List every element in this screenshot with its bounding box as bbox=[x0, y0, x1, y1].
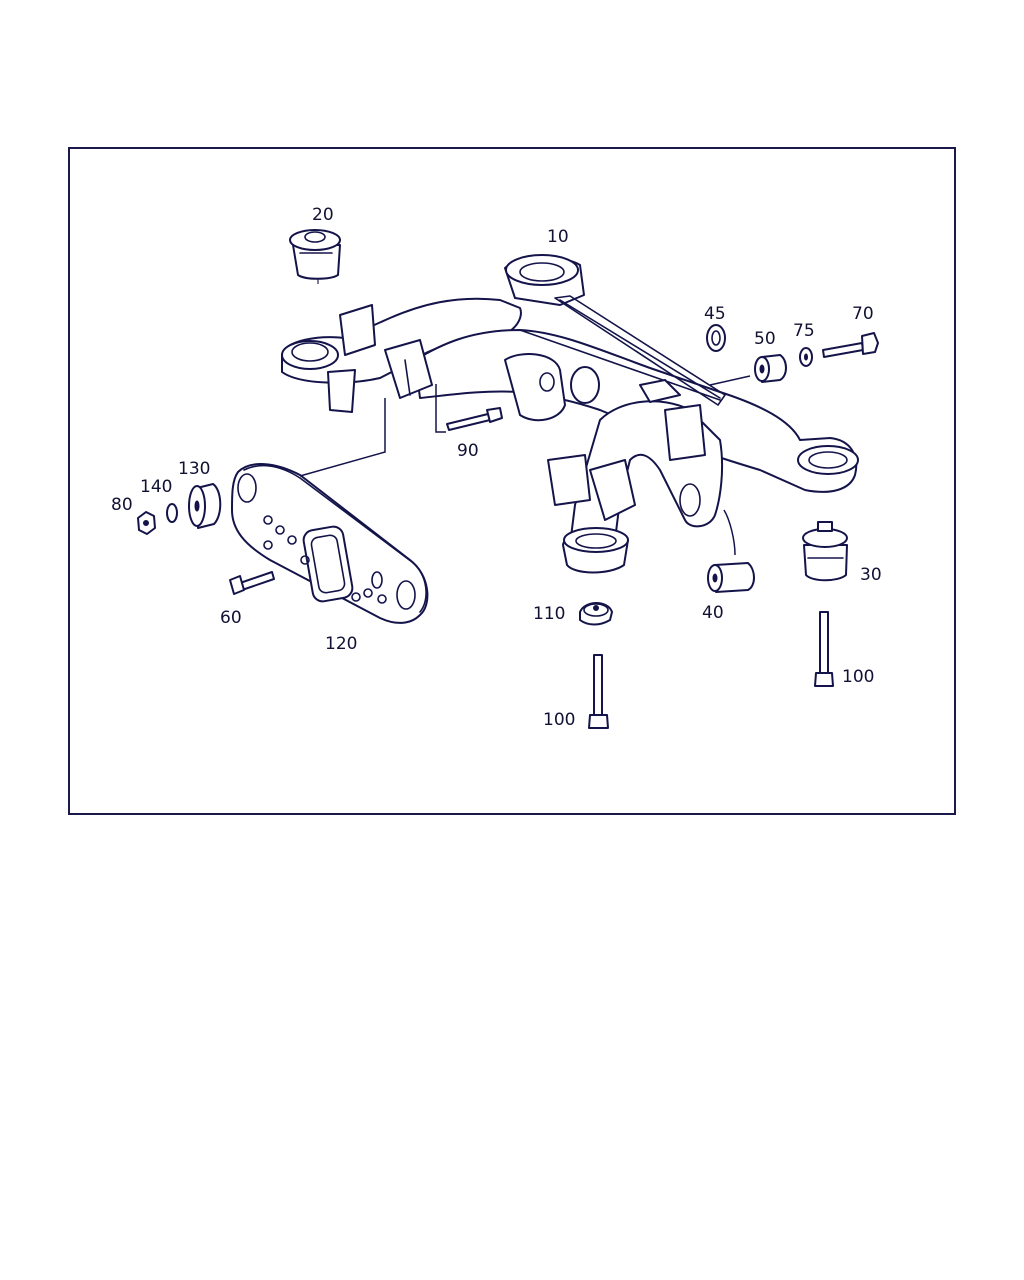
callout-40: 40 bbox=[702, 603, 724, 623]
callout-110: 110 bbox=[533, 604, 565, 624]
part-70-bolt bbox=[822, 332, 879, 358]
leader-lines bbox=[299, 375, 751, 556]
callout-80: 80 bbox=[111, 495, 133, 515]
callout-10: 10 bbox=[547, 227, 569, 247]
part-130-bushing bbox=[188, 483, 222, 529]
part-80-nut bbox=[137, 511, 156, 535]
part-110-stop-buffer bbox=[579, 602, 613, 626]
callout-50: 50 bbox=[754, 329, 776, 349]
callout-30: 30 bbox=[860, 565, 882, 585]
part-100-bolt-lower bbox=[588, 654, 609, 729]
callout-70: 70 bbox=[852, 304, 874, 324]
callout-100-lower: 100 bbox=[543, 710, 575, 730]
part-45-seal-ring bbox=[706, 324, 726, 352]
callout-100-right: 100 bbox=[842, 667, 874, 687]
callout-75: 75 bbox=[793, 321, 815, 341]
callout-45: 45 bbox=[704, 304, 726, 324]
callout-140: 140 bbox=[140, 477, 172, 497]
part-140-washer bbox=[166, 503, 178, 523]
callout-20: 20 bbox=[312, 205, 334, 225]
part-75-washer bbox=[799, 347, 813, 367]
callout-60: 60 bbox=[220, 608, 242, 628]
callout-130: 130 bbox=[178, 459, 210, 479]
callout-120: 120 bbox=[325, 634, 357, 654]
callout-90: 90 bbox=[457, 441, 479, 461]
part-40-bushing bbox=[707, 562, 755, 593]
part-30-rubber-mount bbox=[802, 521, 848, 582]
part-50-bushing bbox=[754, 354, 787, 383]
callout-labels: 10 20 30 40 45 50 60 70 75 80 90 100 100… bbox=[111, 205, 882, 730]
part-120-mounting-plate bbox=[231, 463, 429, 624]
part-60-bolt bbox=[229, 571, 275, 595]
part-100-bolt-right bbox=[814, 611, 834, 687]
part-20-rubber-mount bbox=[289, 229, 341, 284]
part-10-axle-carrier bbox=[281, 254, 859, 574]
part-90-bolt bbox=[446, 407, 503, 431]
